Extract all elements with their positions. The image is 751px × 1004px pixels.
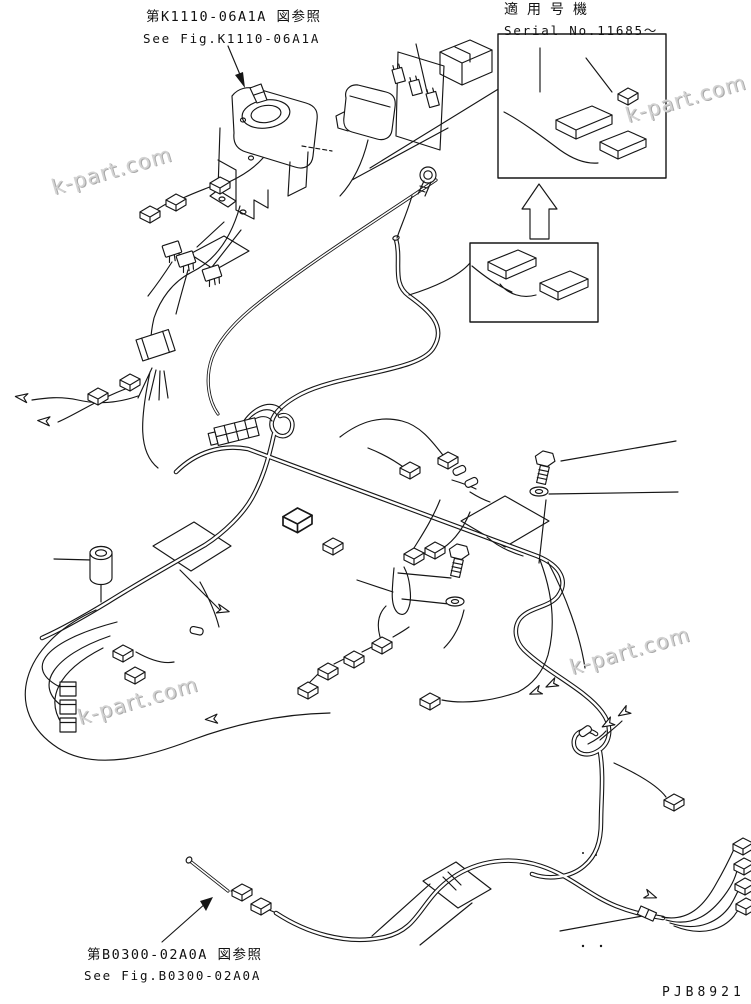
clamp-plates (152, 235, 550, 909)
bullet-terminals (189, 464, 593, 738)
flat-terminals (59, 681, 77, 733)
multi-pin-connector-block (207, 417, 260, 447)
serial-note-en: Serial No.11685〜 (504, 23, 659, 38)
branch-wires-lower-right (230, 691, 743, 946)
arrow-terminals (14, 391, 659, 903)
up-arrow-icon (521, 183, 558, 240)
washer-motor-assembly (209, 83, 333, 220)
drawing-number: PJB8921 (662, 985, 745, 1000)
serial-detail-box (497, 33, 667, 179)
grommet-cylinder (89, 545, 113, 586)
serial-note-jp: 適用号機 (504, 2, 596, 18)
branch-wires-middle (234, 262, 679, 693)
main-harness-tubes (42, 235, 663, 940)
fig-ref-bottom-jp: 第B0300-02A0A 図参照 (87, 947, 263, 963)
fan-connector (135, 328, 176, 362)
reference-dots (581, 852, 603, 948)
screw-icon (417, 166, 437, 197)
label-leader-arrows (161, 45, 245, 943)
fig-ref-top-jp: 第K1110-06A1A 図参照 (146, 9, 322, 25)
fig-ref-bottom-en: See Fig.B0300-02A0A (84, 968, 262, 983)
harness-clamp (636, 905, 658, 922)
top-connector-cluster (335, 39, 493, 197)
fig-ref-top-en: See Fig.K1110-06A1A (143, 31, 321, 46)
branch-wires-upper-left (31, 43, 501, 469)
connector-detail-box (469, 242, 599, 323)
clamp-ticks (442, 871, 462, 891)
